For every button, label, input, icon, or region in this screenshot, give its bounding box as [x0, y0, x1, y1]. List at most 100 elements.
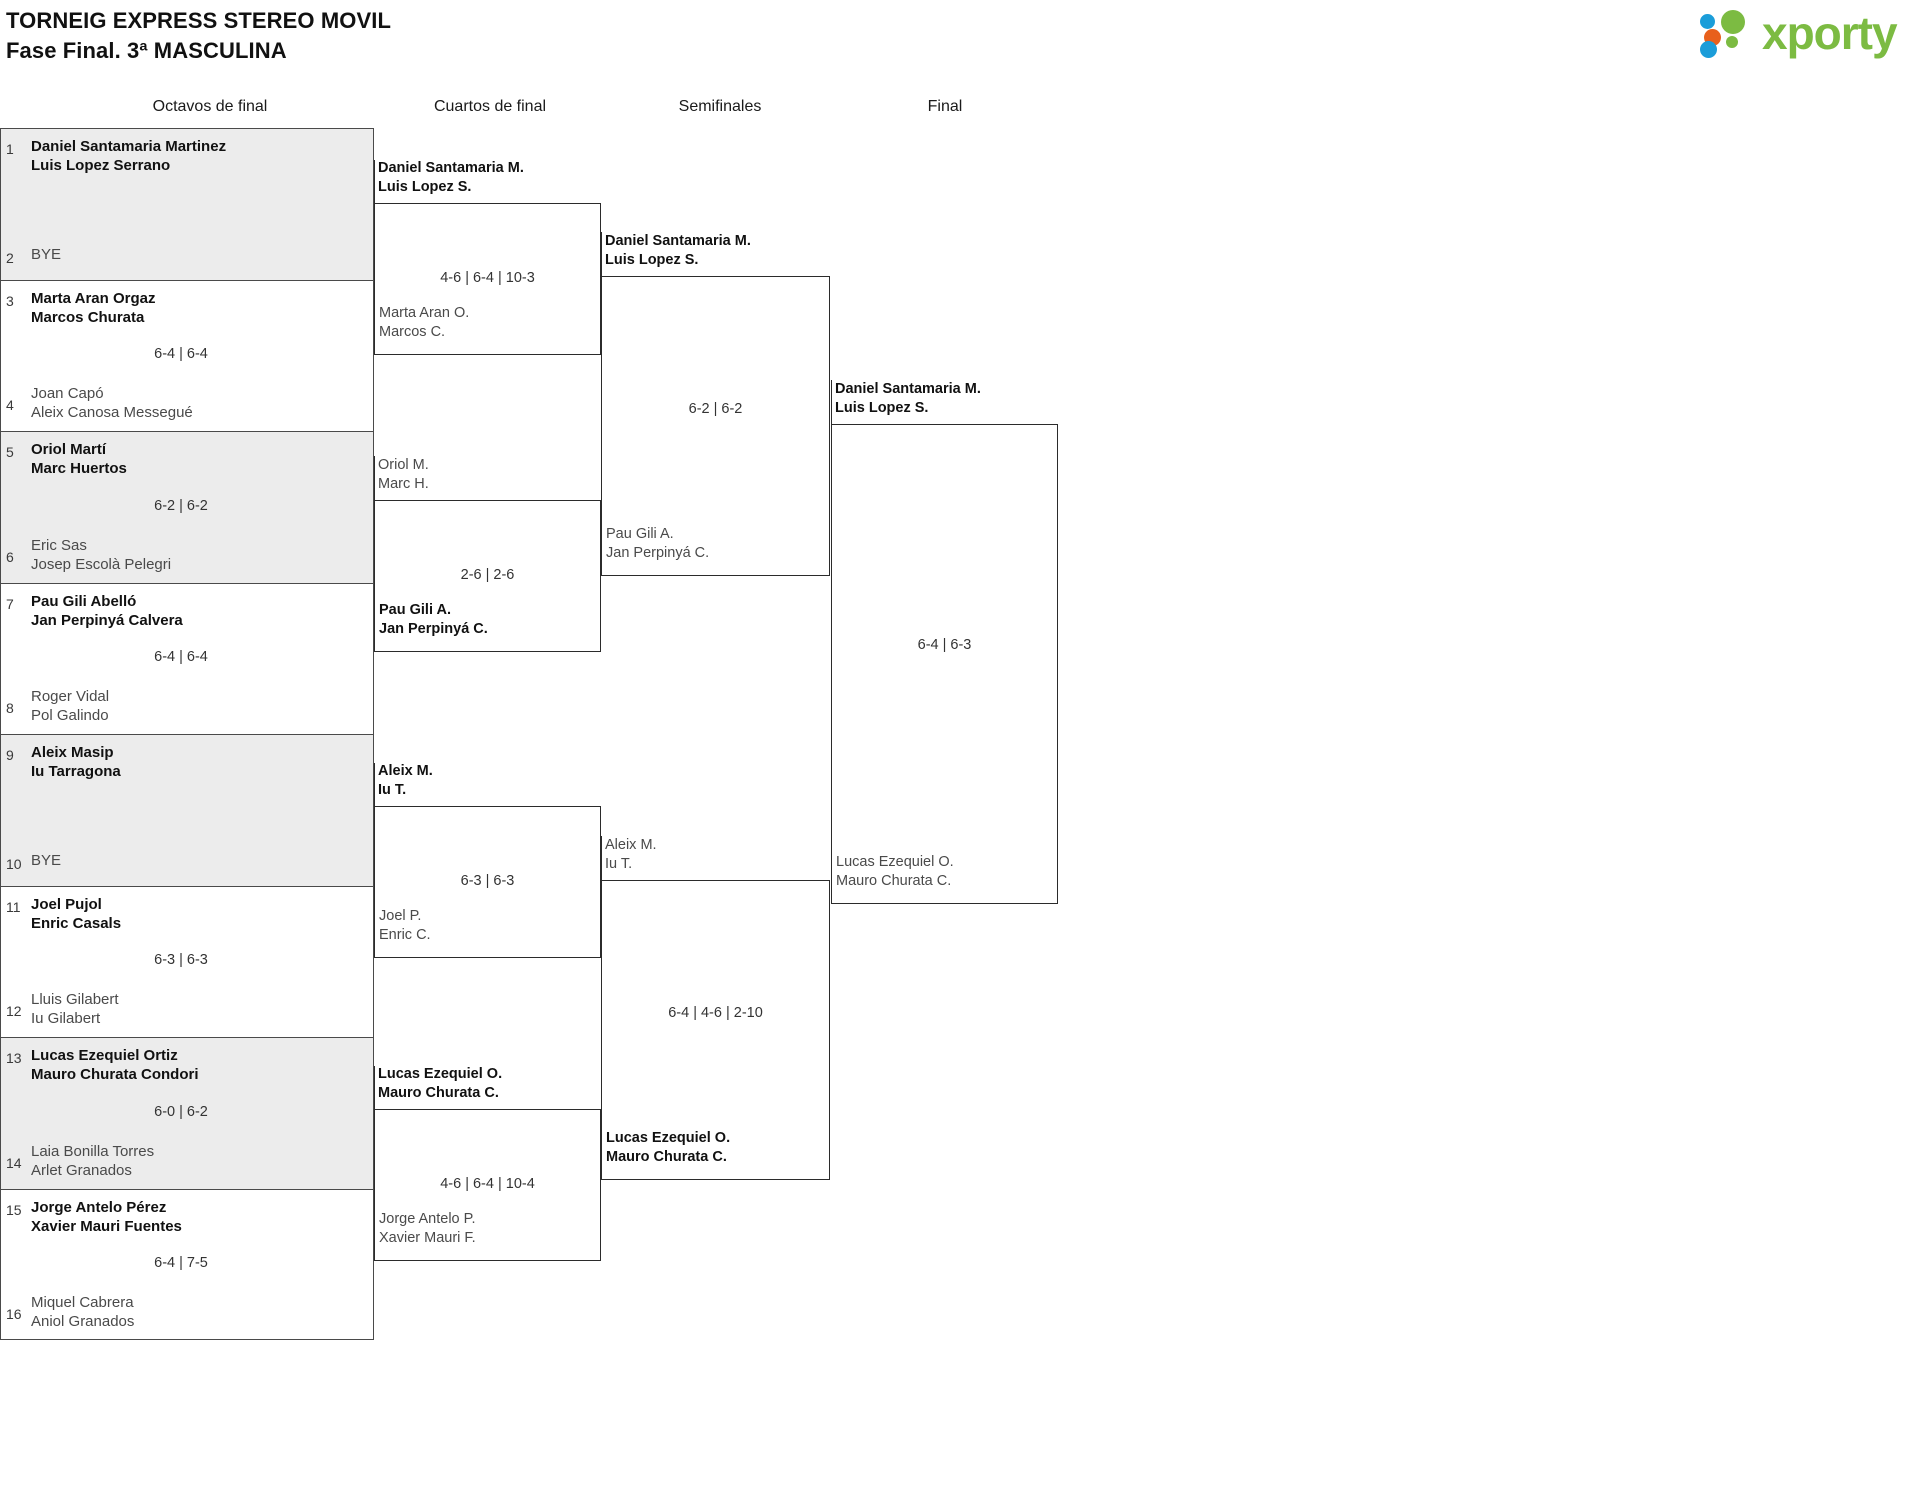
round2-team-bottom[interactable]: Jorge Antelo P.Xavier Mauri F. — [379, 1210, 476, 1248]
team-player-1: Laia Bonilla Torres — [31, 1142, 155, 1160]
bracket-connector-4 — [374, 1066, 375, 1110]
team-player-1: Marta Aran Orgaz — [31, 289, 156, 307]
seed-number: 15 — [6, 1201, 22, 1218]
team-player-2: Mauro Churata Condori — [31, 1066, 199, 1083]
round2-match-3[interactable]: Joel P. Enric C. 6-3 | 6-3 — [374, 806, 601, 958]
round3-team-top[interactable]: Daniel Santamaria M.Luis Lopez S. — [605, 232, 751, 270]
round2-score: 4-6 | 6-4 | 10-3 — [440, 270, 535, 286]
bracket-connector-2 — [374, 456, 375, 501]
round2-team-bottom[interactable]: Marta Aran O. Marcos C. — [379, 304, 469, 342]
team-player-1: Marta Aran O. — [379, 305, 470, 321]
team-player-1: Daniel Santamaria M. — [835, 381, 981, 397]
round2-match-4[interactable]: Jorge Antelo P.Xavier Mauri F. 4-6 | 6-4 … — [374, 1109, 601, 1261]
round4-team-bottom[interactable]: Lucas Ezequiel O.Mauro Churata C. — [836, 853, 954, 891]
round3-score: 6-4 | 4-6 | 2-10 — [668, 1005, 763, 1021]
team-player-1: BYE — [31, 851, 62, 869]
round3-match-2[interactable]: Lucas Ezequiel O.Mauro Churata C. 6-4 | 4… — [601, 880, 830, 1180]
team-player-1: Eric Sas — [31, 536, 87, 554]
team-player-1: Oriol Martí — [31, 441, 107, 458]
round-header-final: Final — [927, 98, 963, 115]
team-player-2: Luis Lopez S. — [378, 179, 472, 195]
team-player-2: Marcos Churata — [31, 308, 145, 326]
round2-team-bottom[interactable]: Pau Gili A.Jan Perpinyá C. — [379, 601, 488, 639]
round2-team-top[interactable]: Aleix M. Iu T. — [378, 762, 433, 800]
round3-match-1[interactable]: Pau Gili A.Jan Perpinyá C.6-2 | 6-2 — [601, 276, 830, 576]
team-player-2: Iu T. — [378, 782, 407, 798]
round2-match-1[interactable]: Marta Aran O. Marcos C. 4-6 | 6-4 | 10-3 — [374, 203, 601, 355]
team-player-1: Lluis Gilabert — [31, 991, 119, 1008]
round4-team-top[interactable]: Daniel Santamaria M. Luis Lopez S. — [835, 380, 981, 418]
round3-team-top[interactable]: Aleix M. Iu T. — [605, 836, 657, 874]
round3-team-bottom[interactable]: Lucas Ezequiel O.Mauro Churata C. — [606, 1129, 730, 1167]
round1-score: 6-4 | 7-5 — [154, 1255, 208, 1272]
round2-team-top[interactable]: Daniel Santamaria M.Luis Lopez S. — [378, 159, 524, 197]
team-player-2: Luis Lopez S. — [605, 252, 699, 268]
round2-team-bottom[interactable]: Joel P. Enric C. — [379, 907, 431, 945]
team-player-1: Roger Vidal — [31, 688, 110, 705]
team-player-2: Aleix Canosa Messegué — [31, 404, 193, 421]
team-player-2: Xavier Mauri Fuentes — [31, 1217, 182, 1235]
team-player-1: Aleix M. — [605, 837, 657, 853]
seed-number: 3 — [6, 292, 14, 309]
seed-number: 6 — [6, 548, 14, 565]
round2-team-top[interactable]: Oriol M. Marc H. — [378, 456, 429, 494]
seed-number: 10 — [6, 855, 22, 872]
team-player-2: Iu T. — [605, 856, 633, 872]
team-player-2: Enric C. — [379, 927, 431, 943]
round3-team-bottom[interactable]: Pau Gili A.Jan Perpinyá C. — [606, 525, 709, 563]
round1-team-bottom[interactable]: BYE — [31, 245, 367, 264]
round4-match-1[interactable]: Lucas Ezequiel O.Mauro Churata C.6-4 | 6… — [831, 424, 1058, 904]
logo-wordmark: xporty — [1762, 7, 1898, 59]
round1-score: 6-3 | 6-3 — [154, 952, 208, 969]
team-player-2: Marc H. — [378, 476, 429, 492]
team-player-1: Pau Gili A. — [379, 602, 451, 618]
round2-score: 4-6 | 6-4 | 10-4 — [440, 1176, 535, 1192]
team-player-1: Oriol M. — [378, 457, 429, 473]
round1-score: 6-2 | 6-2 — [154, 497, 208, 514]
seed-number: 16 — [6, 1306, 22, 1322]
round2-match-2[interactable]: Pau Gili A.Jan Perpinyá C.2-6 | 2-6 — [374, 500, 601, 652]
team-player-2: Luis Lopez Serrano — [31, 157, 171, 174]
page-subtitle: Fase Final. 3ª MASCULINA — [6, 38, 287, 63]
team-player-2: Marcos C. — [379, 324, 446, 340]
round2-score: 6-3 | 6-3 — [460, 873, 515, 889]
seed-number: 11 — [6, 898, 21, 915]
xporty-logo[interactable]: xporty — [1700, 7, 1912, 59]
team-player-1: Joel P. — [379, 908, 422, 924]
team-player-1: Miquel Cabrera — [31, 1294, 134, 1311]
team-player-1: Aleix M. — [378, 763, 433, 779]
round1-score: 6-4 | 6-4 — [154, 649, 208, 666]
team-player-2: Pol Galindo — [31, 707, 109, 724]
team-player-1: Pau Gili Abelló — [31, 592, 137, 610]
round1-team-bottom[interactable]: BYE — [31, 851, 367, 870]
bracket-connector-1 — [374, 160, 375, 204]
round2-team-top[interactable]: Lucas Ezequiel O.Mauro Churata C. — [378, 1065, 502, 1103]
team-player-2: Luis Lopez S. — [835, 400, 929, 416]
round1-score: 6-4 | 6-4 — [154, 346, 208, 363]
team-player-2: Mauro Churata C. — [378, 1085, 499, 1101]
bracket-connector-7 — [831, 380, 832, 425]
